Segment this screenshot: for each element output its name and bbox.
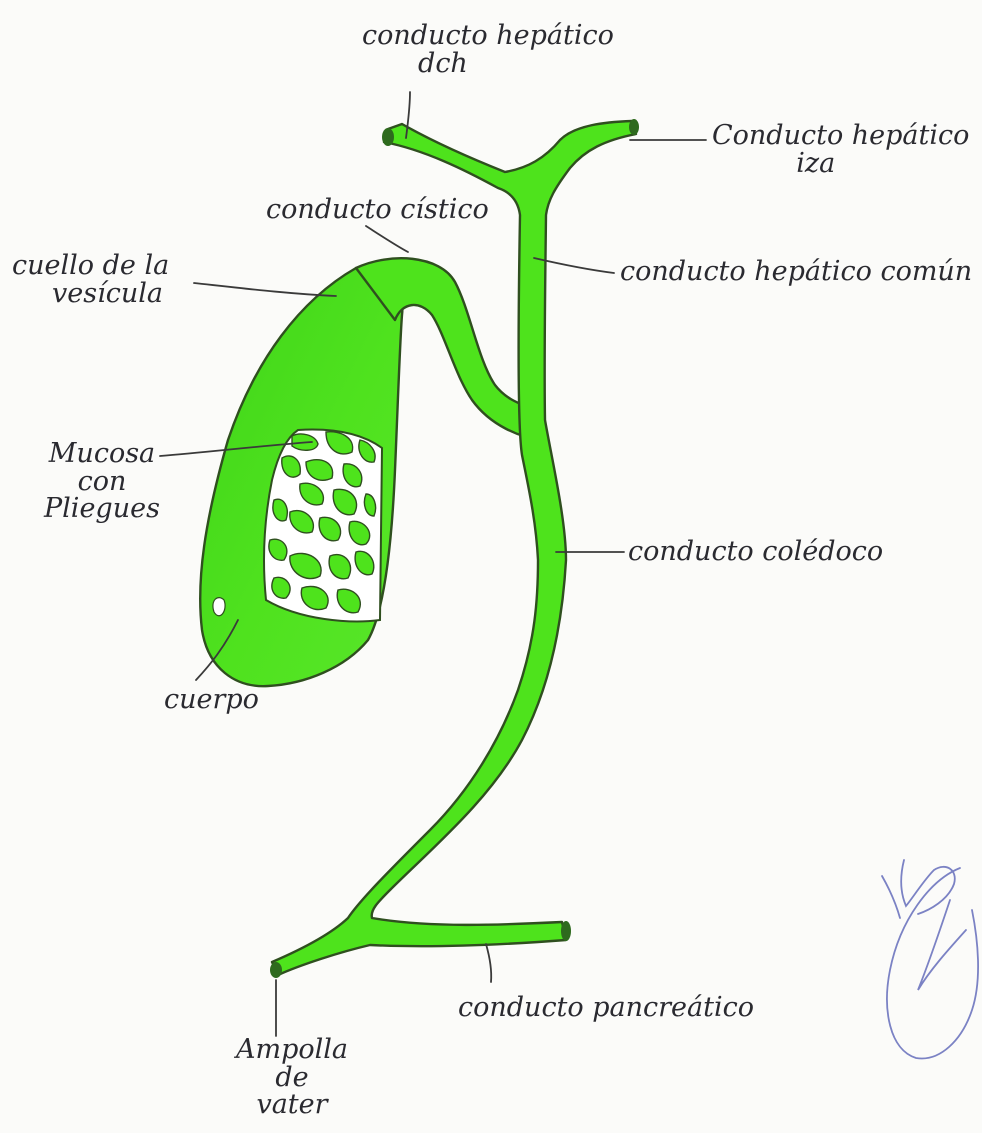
label-mucosa-line3: Pliegues: [44, 495, 160, 523]
hepatic-izq-opening: [629, 119, 639, 135]
label-hepatic-duct-left-line1: Conducto hepático: [712, 122, 969, 150]
label-ampulla-line3: vater: [236, 1091, 348, 1119]
label-common-bile-duct: conducto colédoco: [628, 538, 883, 566]
label-hepatic-duct-right: conducto hepático dch: [362, 22, 614, 77]
pancreatic-opening: [561, 921, 571, 941]
label-pancreatic-duct: conducto pancreático: [458, 994, 754, 1022]
label-gallbladder-neck-line2: vesícula: [52, 280, 169, 308]
label-gallbladder-neck: cuello de la vesícula: [12, 252, 169, 307]
ampulla-opening: [270, 962, 282, 978]
label-ampulla-line1: Ampolla: [236, 1036, 348, 1064]
label-hepatic-duct-right-line1: conducto hepático: [362, 22, 614, 50]
label-hepatic-duct-left-line2: iza: [662, 150, 969, 178]
label-ampulla-line2: de: [236, 1064, 348, 1092]
gallbladder-highlight: [213, 598, 225, 616]
hepatic-dch-opening: [382, 128, 394, 146]
label-gallbladder-neck-line1: cuello de la: [12, 252, 169, 280]
label-hepatic-duct-left: Conducto hepático iza: [712, 122, 969, 177]
signature: [882, 860, 978, 1058]
label-hepatic-duct-right-line2: dch: [272, 50, 614, 78]
label-mucosa-line2: con: [44, 468, 160, 496]
label-mucosa-line1: Mucosa: [44, 440, 160, 468]
label-common-hepatic-duct: conducto hepático común: [620, 258, 972, 286]
label-gallbladder-body: cuerpo: [164, 686, 259, 714]
label-ampulla-of-vater: Ampolla de vater: [236, 1036, 348, 1119]
label-cystic-duct: conducto cístico: [266, 196, 489, 224]
mucosa-window: [264, 430, 382, 622]
label-mucosa: Mucosa con Pliegues: [44, 440, 160, 523]
